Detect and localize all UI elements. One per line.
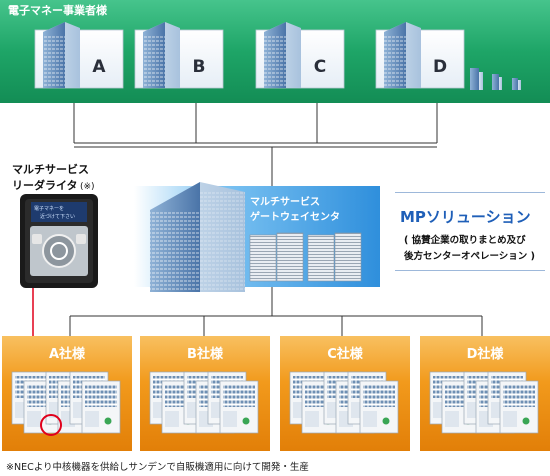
mp-top-divider	[395, 192, 545, 193]
mp-solution-sub-2: 後方センターオペレーション )	[404, 250, 535, 262]
more-operators-icon	[470, 68, 521, 90]
reader-screen-text-2: 近づけて下さい	[40, 213, 75, 220]
company-panel-3: C社様	[280, 336, 410, 451]
vending-machines-icon	[429, 371, 539, 434]
reader-screen	[31, 202, 87, 222]
vending-machines-icon	[149, 371, 259, 434]
mp-solution-title: MPソリューション	[400, 208, 531, 226]
operator-label-a: A	[92, 57, 106, 77]
gateway-label-line2: ゲートウェイセンタ	[250, 210, 340, 223]
mp-solution-sub-1: ( 協賛企業の取りまとめ及び	[404, 234, 526, 246]
company-panel-1: A社様	[2, 336, 132, 451]
operator-card-d: D	[375, 22, 465, 89]
operator-card-b: B	[134, 22, 224, 89]
mp-bottom-divider	[395, 270, 545, 271]
company-label-1: A社様	[49, 346, 86, 362]
reader-label-line2: リーダライタ	[12, 178, 78, 192]
operator-card-a: A	[34, 22, 124, 89]
company-panel-2: B社様	[140, 336, 270, 451]
reader-writer-device: 電子マネーを 近づけて下さい	[20, 194, 98, 288]
company-label-4: D社様	[467, 346, 505, 362]
company-label-2: B社様	[187, 346, 224, 362]
reader-label-note: (※)	[80, 182, 95, 192]
company-label-3: C社様	[327, 346, 364, 362]
footnote: ※NECより中核機器を供給しサンデンで自販機適用に向けて開発・生産	[6, 461, 309, 473]
connection-lines	[69, 103, 483, 336]
operators-panel-title: 電子マネー事業者様	[8, 3, 108, 17]
operator-label-c: C	[314, 57, 326, 77]
server-racks-icon	[249, 232, 362, 282]
operator-label-d: D	[433, 57, 447, 77]
gateway-label-line1: マルチサービス	[250, 195, 320, 208]
reader-screen-text-1: 電子マネーを	[34, 205, 64, 212]
vending-machines-icon	[11, 371, 121, 434]
operator-label-b: B	[193, 57, 206, 77]
vending-machines-icon	[289, 371, 399, 434]
gateway-building-icon	[150, 182, 245, 292]
operator-card-c: C	[255, 22, 345, 89]
reader-highlight-circle	[40, 414, 62, 436]
reader-label-line1: マルチサービス	[12, 162, 89, 176]
company-panel-4: D社様	[420, 336, 550, 451]
